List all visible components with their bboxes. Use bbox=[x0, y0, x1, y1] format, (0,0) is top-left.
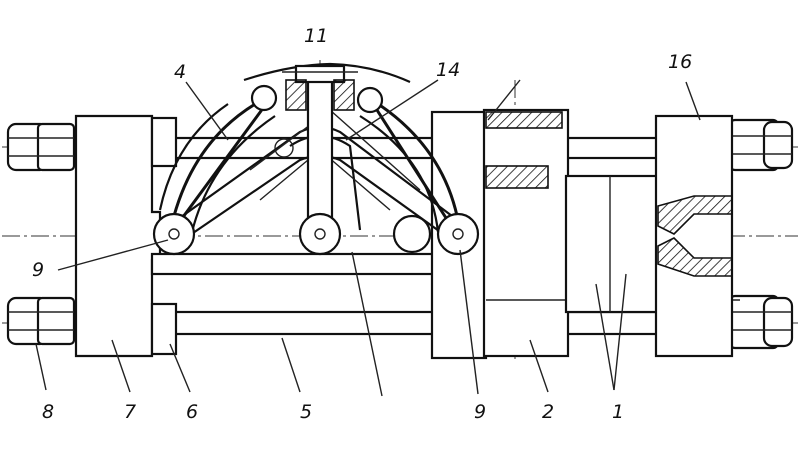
callout-4: 4 bbox=[174, 61, 186, 83]
callout-labels: 11 4 14 16 9 8 7 6 5 9 2 1 bbox=[32, 25, 692, 423]
callout-9-bottom: 9 bbox=[474, 401, 486, 423]
right-nuts bbox=[728, 118, 794, 350]
callout-8: 8 bbox=[42, 401, 54, 423]
leader-lines bbox=[35, 79, 701, 397]
pins bbox=[152, 84, 480, 256]
callout-14: 14 bbox=[436, 59, 460, 81]
right-frame bbox=[654, 114, 734, 358]
callout-11: 11 bbox=[304, 25, 328, 47]
callout-1: 1 bbox=[612, 401, 624, 423]
callout-16: 16 bbox=[668, 51, 692, 73]
callout-2: 2 bbox=[542, 401, 554, 423]
left-nuts bbox=[6, 122, 76, 346]
callout-9-left: 9 bbox=[32, 259, 44, 281]
base-beam bbox=[150, 252, 444, 276]
callout-7: 7 bbox=[124, 401, 136, 423]
callout-6: 6 bbox=[186, 401, 198, 423]
callout-5: 5 bbox=[300, 401, 312, 423]
die-block bbox=[564, 174, 660, 314]
central-rod bbox=[282, 64, 358, 232]
left-frame bbox=[74, 114, 178, 358]
